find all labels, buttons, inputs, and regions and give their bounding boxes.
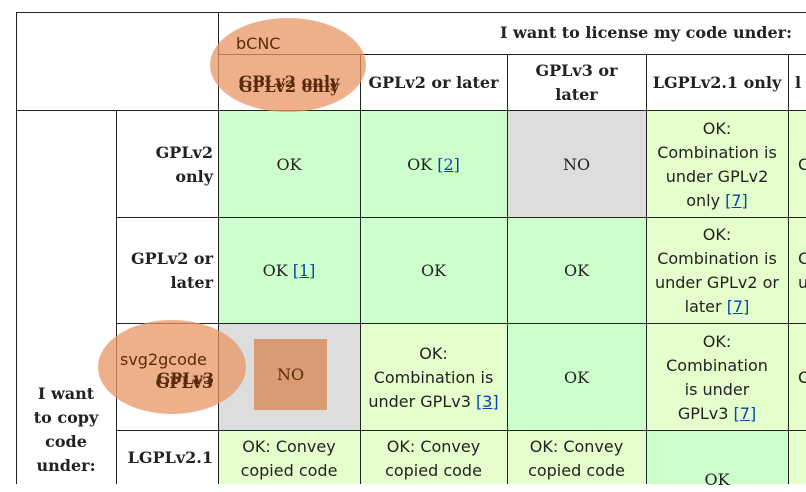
column-header-gplv2-or-later: GPLv2 or later [368, 72, 499, 92]
corner-cell [16, 12, 218, 111]
footnote-link[interactable]: [7] [726, 297, 750, 316]
footnote-link[interactable]: [2] [437, 154, 460, 174]
cell-r3-c3: OK [507, 324, 646, 431]
column-header-gplv2-only: GPLv2 only [238, 76, 340, 96]
cell-r1-c1: OK [218, 111, 360, 218]
cell-r1-c2: OK [2] [360, 111, 507, 218]
cell-r2-c4: OK: Combination is under GPLv2 or later … [646, 218, 788, 324]
row-header-gplv3-overlay: GPLv3 [156, 369, 214, 388]
cell-r2-c5-clipped: C u [788, 218, 806, 324]
row-header-gplv3: GPLv3 [155, 373, 213, 392]
cell-r3-c5-clipped: C [788, 324, 806, 431]
cell-r4-c4: OK [646, 431, 788, 489]
cell-r2-c3: OK [507, 218, 646, 324]
svg2gcode-annotation-highlight [98, 320, 246, 414]
row-header-lgplv21: LGPLv2.1 [127, 447, 213, 467]
cell-r1-c5-clipped: C [788, 111, 806, 218]
footnote-link[interactable]: [7] [725, 190, 748, 210]
bcnc-annotation-highlight [210, 18, 366, 112]
cell-r4-c3: OK: Convey copied code [507, 431, 646, 484]
cell-r2-c1: OK [1] [218, 218, 360, 324]
column-header-gplv2-only-overlay: GPLv2 only [238, 72, 340, 91]
cell-r1-c3: NO [507, 111, 646, 218]
footnote-link[interactable]: [1] [292, 261, 316, 280]
cell-r3-c2: OK: Combination is under GPLv3 [3] [360, 324, 507, 431]
footnote-link[interactable]: [7] [733, 403, 757, 423]
cell-r1-c4: OK: Combination is under GPLv2 only [7] [646, 111, 788, 218]
footnote-link[interactable]: [3] [475, 391, 499, 411]
row-group-header: I want to copy code under: [33, 384, 99, 475]
column-header-lgplv21-only: LGPLv2.1 only [652, 72, 782, 92]
cell-r4-c2: OK: Convey copied code [360, 431, 507, 484]
bcnc-annotation-label: bCNC [236, 34, 281, 53]
column-group-header: I want to license my code under: [499, 23, 792, 42]
row-header-gplv2-or-later: GPLv2 or later [130, 249, 213, 292]
column-header-clipped: l [795, 72, 802, 92]
column-header-gplv3-or-later: GPLv3 or later [535, 60, 618, 104]
cell-r3-c4: OK: Combination is under GPLv3 [7] [646, 324, 788, 431]
svg2gcode-annotation-label: svg2gcode [120, 350, 207, 369]
no-cell-highlight: NO [254, 339, 327, 410]
row-header-gplv2-only: GPLv2 only [155, 142, 213, 186]
cell-r2-c2: OK [360, 218, 507, 324]
cell-r4-c5-clipped [788, 431, 806, 484]
cell-r4-c1: OK: Convey copied code [218, 431, 360, 484]
